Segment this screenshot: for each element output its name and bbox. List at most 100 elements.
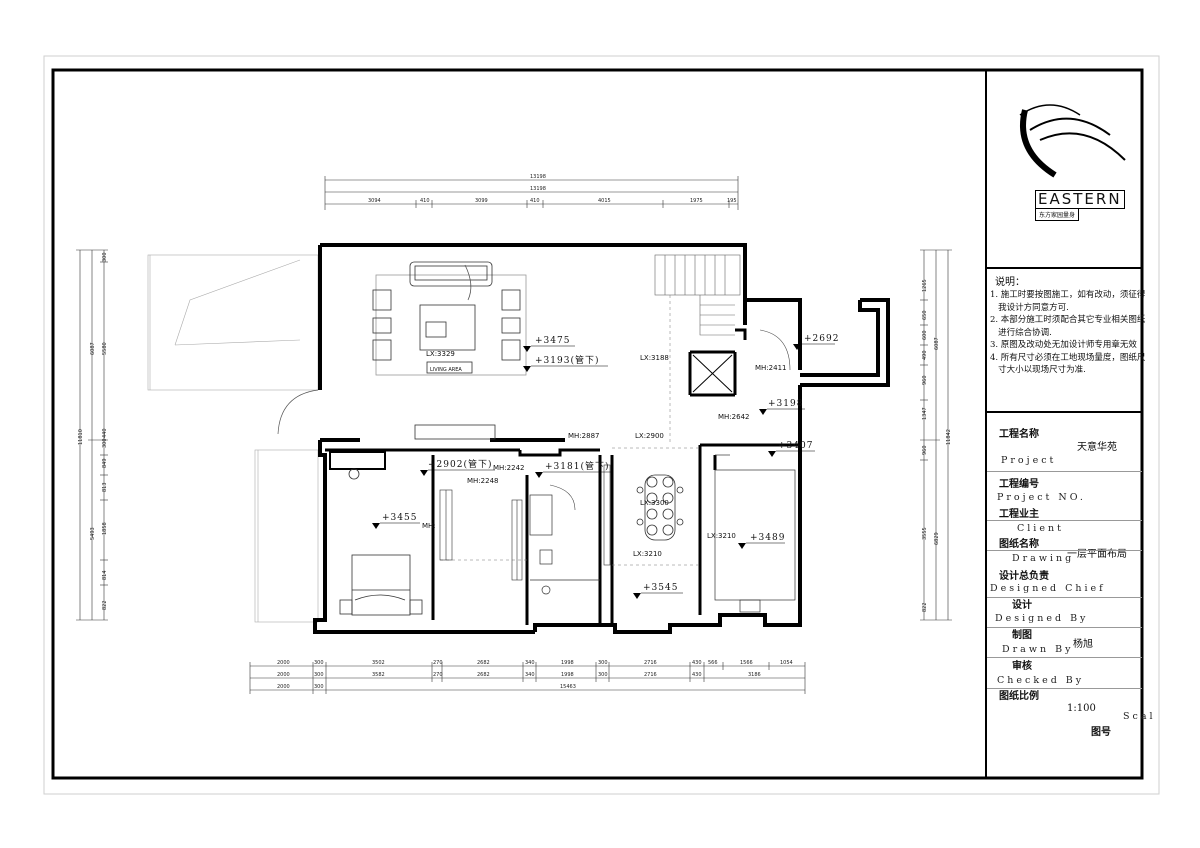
- elevation-label: +3181(管下): [545, 460, 609, 472]
- room-label: MH:2248: [467, 477, 498, 485]
- designed-cn: 设计: [1012, 600, 1032, 611]
- room-label: MH:: [422, 522, 436, 530]
- brand-name: EASTERN: [1035, 190, 1125, 209]
- field-divider: [987, 688, 1142, 689]
- bottom-dim-label: 430: [692, 672, 702, 678]
- elevation-label: +3193(管下): [535, 354, 599, 366]
- project-name-en: Project: [1001, 455, 1057, 466]
- bottom-dim-label: 430: [692, 660, 702, 666]
- drawn-value: 杨旭: [1073, 639, 1093, 650]
- left-dim-label: 11810: [78, 429, 84, 445]
- bottom-dim-label: 300: [314, 672, 324, 678]
- left-dim-label: 814: [102, 570, 108, 580]
- checked-en: Checked By: [997, 675, 1085, 686]
- top-dim-label: 410: [530, 198, 540, 204]
- bottom-dim-label: 3186: [748, 672, 761, 678]
- top-dim-label: 3094: [368, 198, 381, 204]
- living-room-furniture: [329, 261, 527, 480]
- right-dim-label: 6087: [934, 337, 940, 350]
- project-name-cn: 工程名称: [999, 429, 1039, 440]
- terrace-left-bottom: [254, 449, 319, 623]
- elevation-label: +2902(管下): [428, 458, 492, 470]
- note-line: 3. 原图及改动处无加设计师专用章无效: [990, 340, 1137, 350]
- right-dim-label: 11842: [946, 429, 952, 445]
- room-label: MH:2242: [493, 464, 524, 472]
- project-no-cn: 工程编号: [999, 479, 1039, 490]
- right-dim-label: 650: [922, 310, 928, 320]
- chief-cn: 设计总负责: [999, 571, 1049, 582]
- bottom-dim-label: 300: [314, 684, 324, 690]
- wardrobes: [439, 464, 611, 581]
- room-label: MH:2642: [718, 413, 749, 421]
- bottom-dim-label: 1998: [561, 660, 574, 666]
- right-dim-label: 3555: [922, 527, 928, 540]
- right-dim-label: 6829: [934, 532, 940, 545]
- left-dim-label: 5580: [102, 342, 108, 355]
- title-block: EASTERN 东方家园量身 说明： 1. 施工时要按图施工，如有改动，须征得 …: [987, 70, 1153, 778]
- brand-sub: 东方家园量身: [1035, 208, 1080, 221]
- right-dim-label: 600: [922, 330, 928, 340]
- scale-en: Scal: [1123, 711, 1156, 722]
- bottom-dim-label: 15463: [560, 684, 576, 690]
- drawn-cn: 制图: [1012, 630, 1032, 641]
- elevation-label: +3407: [778, 441, 813, 451]
- bedroom-furniture: [339, 554, 423, 616]
- elevation-leaders: [380, 343, 835, 594]
- field-divider: [987, 550, 1142, 551]
- right-dim-label: 822: [922, 602, 928, 612]
- bottom-dim-label: 1998: [561, 672, 574, 678]
- logo-panel: EASTERN 东方家园量身: [987, 70, 1142, 269]
- project-no-en: Project NO.: [997, 492, 1086, 503]
- left-dim-label: 1858: [102, 522, 108, 535]
- client-en: Client: [1017, 523, 1064, 534]
- checked-cn: 审核: [1012, 661, 1032, 672]
- left-dim-label: 849: [102, 458, 108, 468]
- bottom-dim-label: 300: [314, 660, 324, 666]
- room-label: LX:3329: [426, 350, 455, 358]
- elevator-shaft: [692, 354, 733, 393]
- bottom-dim-label: 300: [598, 660, 608, 666]
- elevation-label: +3475: [535, 336, 570, 346]
- bottom-dim-label: 2000: [277, 672, 290, 678]
- room-label: LX:3188: [640, 354, 669, 362]
- bottom-dim-label: 2716: [644, 672, 657, 678]
- sheet-no-cn: 图号: [1091, 727, 1111, 738]
- right-dim-label: 960: [922, 375, 928, 385]
- field-divider: [987, 597, 1142, 598]
- door-swing: [277, 389, 319, 435]
- bottom-dim-label: 3502: [372, 660, 385, 666]
- info-fields: 工程名称 天意华苑 Project 工程编号 Project NO. 工程业主 …: [987, 413, 1153, 778]
- top-dim-total-2: 13198: [530, 186, 546, 192]
- interior-walls: [325, 328, 800, 625]
- room-label: LX:2900: [635, 432, 664, 440]
- kitchen-furniture: [714, 454, 796, 613]
- room-label: LX:3210: [633, 550, 662, 558]
- top-dim-total-1: 13198: [530, 174, 546, 180]
- elevation-label: +3545: [643, 583, 678, 593]
- note-line: 寸大小以现场尺寸为准.: [990, 365, 1086, 375]
- designed-en: Designed By: [995, 613, 1089, 624]
- room-label: LX:3300: [640, 499, 669, 507]
- bottom-dim-label: 1054: [780, 660, 793, 666]
- elevation-label: +3198: [768, 399, 803, 409]
- room-label: LIVING AREA: [430, 367, 462, 373]
- bottom-dim-label: 1566: [740, 660, 753, 666]
- top-dim-label: 3099: [475, 198, 488, 204]
- bottom-dim-label: 300: [598, 672, 608, 678]
- elevation-markers: [372, 344, 801, 599]
- paper-border: [43, 55, 1160, 795]
- bottom-dim-label: 2682: [477, 672, 490, 678]
- left-dim-label: 5493: [90, 527, 96, 540]
- note-line: 我设计方同意方可.: [990, 302, 1069, 313]
- field-divider: [987, 471, 1142, 472]
- notes-panel: 说明： 1. 施工时要按图施工，如有改动，须征得 我设计方同意方可. 2. 本部…: [987, 269, 1146, 413]
- field-divider: [987, 520, 1142, 521]
- eastern-logo-icon: [1019, 104, 1126, 178]
- note-line: 1. 施工时要按图施工，如有改动，须征得: [990, 290, 1146, 300]
- bottom-dim-label: 340: [525, 660, 535, 666]
- project-name-value: 天意华苑: [1077, 442, 1117, 453]
- top-dim-label: 4015: [598, 198, 611, 204]
- bottom-dim-label: 566: [708, 660, 718, 666]
- note-line: 进行综合协调.: [990, 327, 1052, 338]
